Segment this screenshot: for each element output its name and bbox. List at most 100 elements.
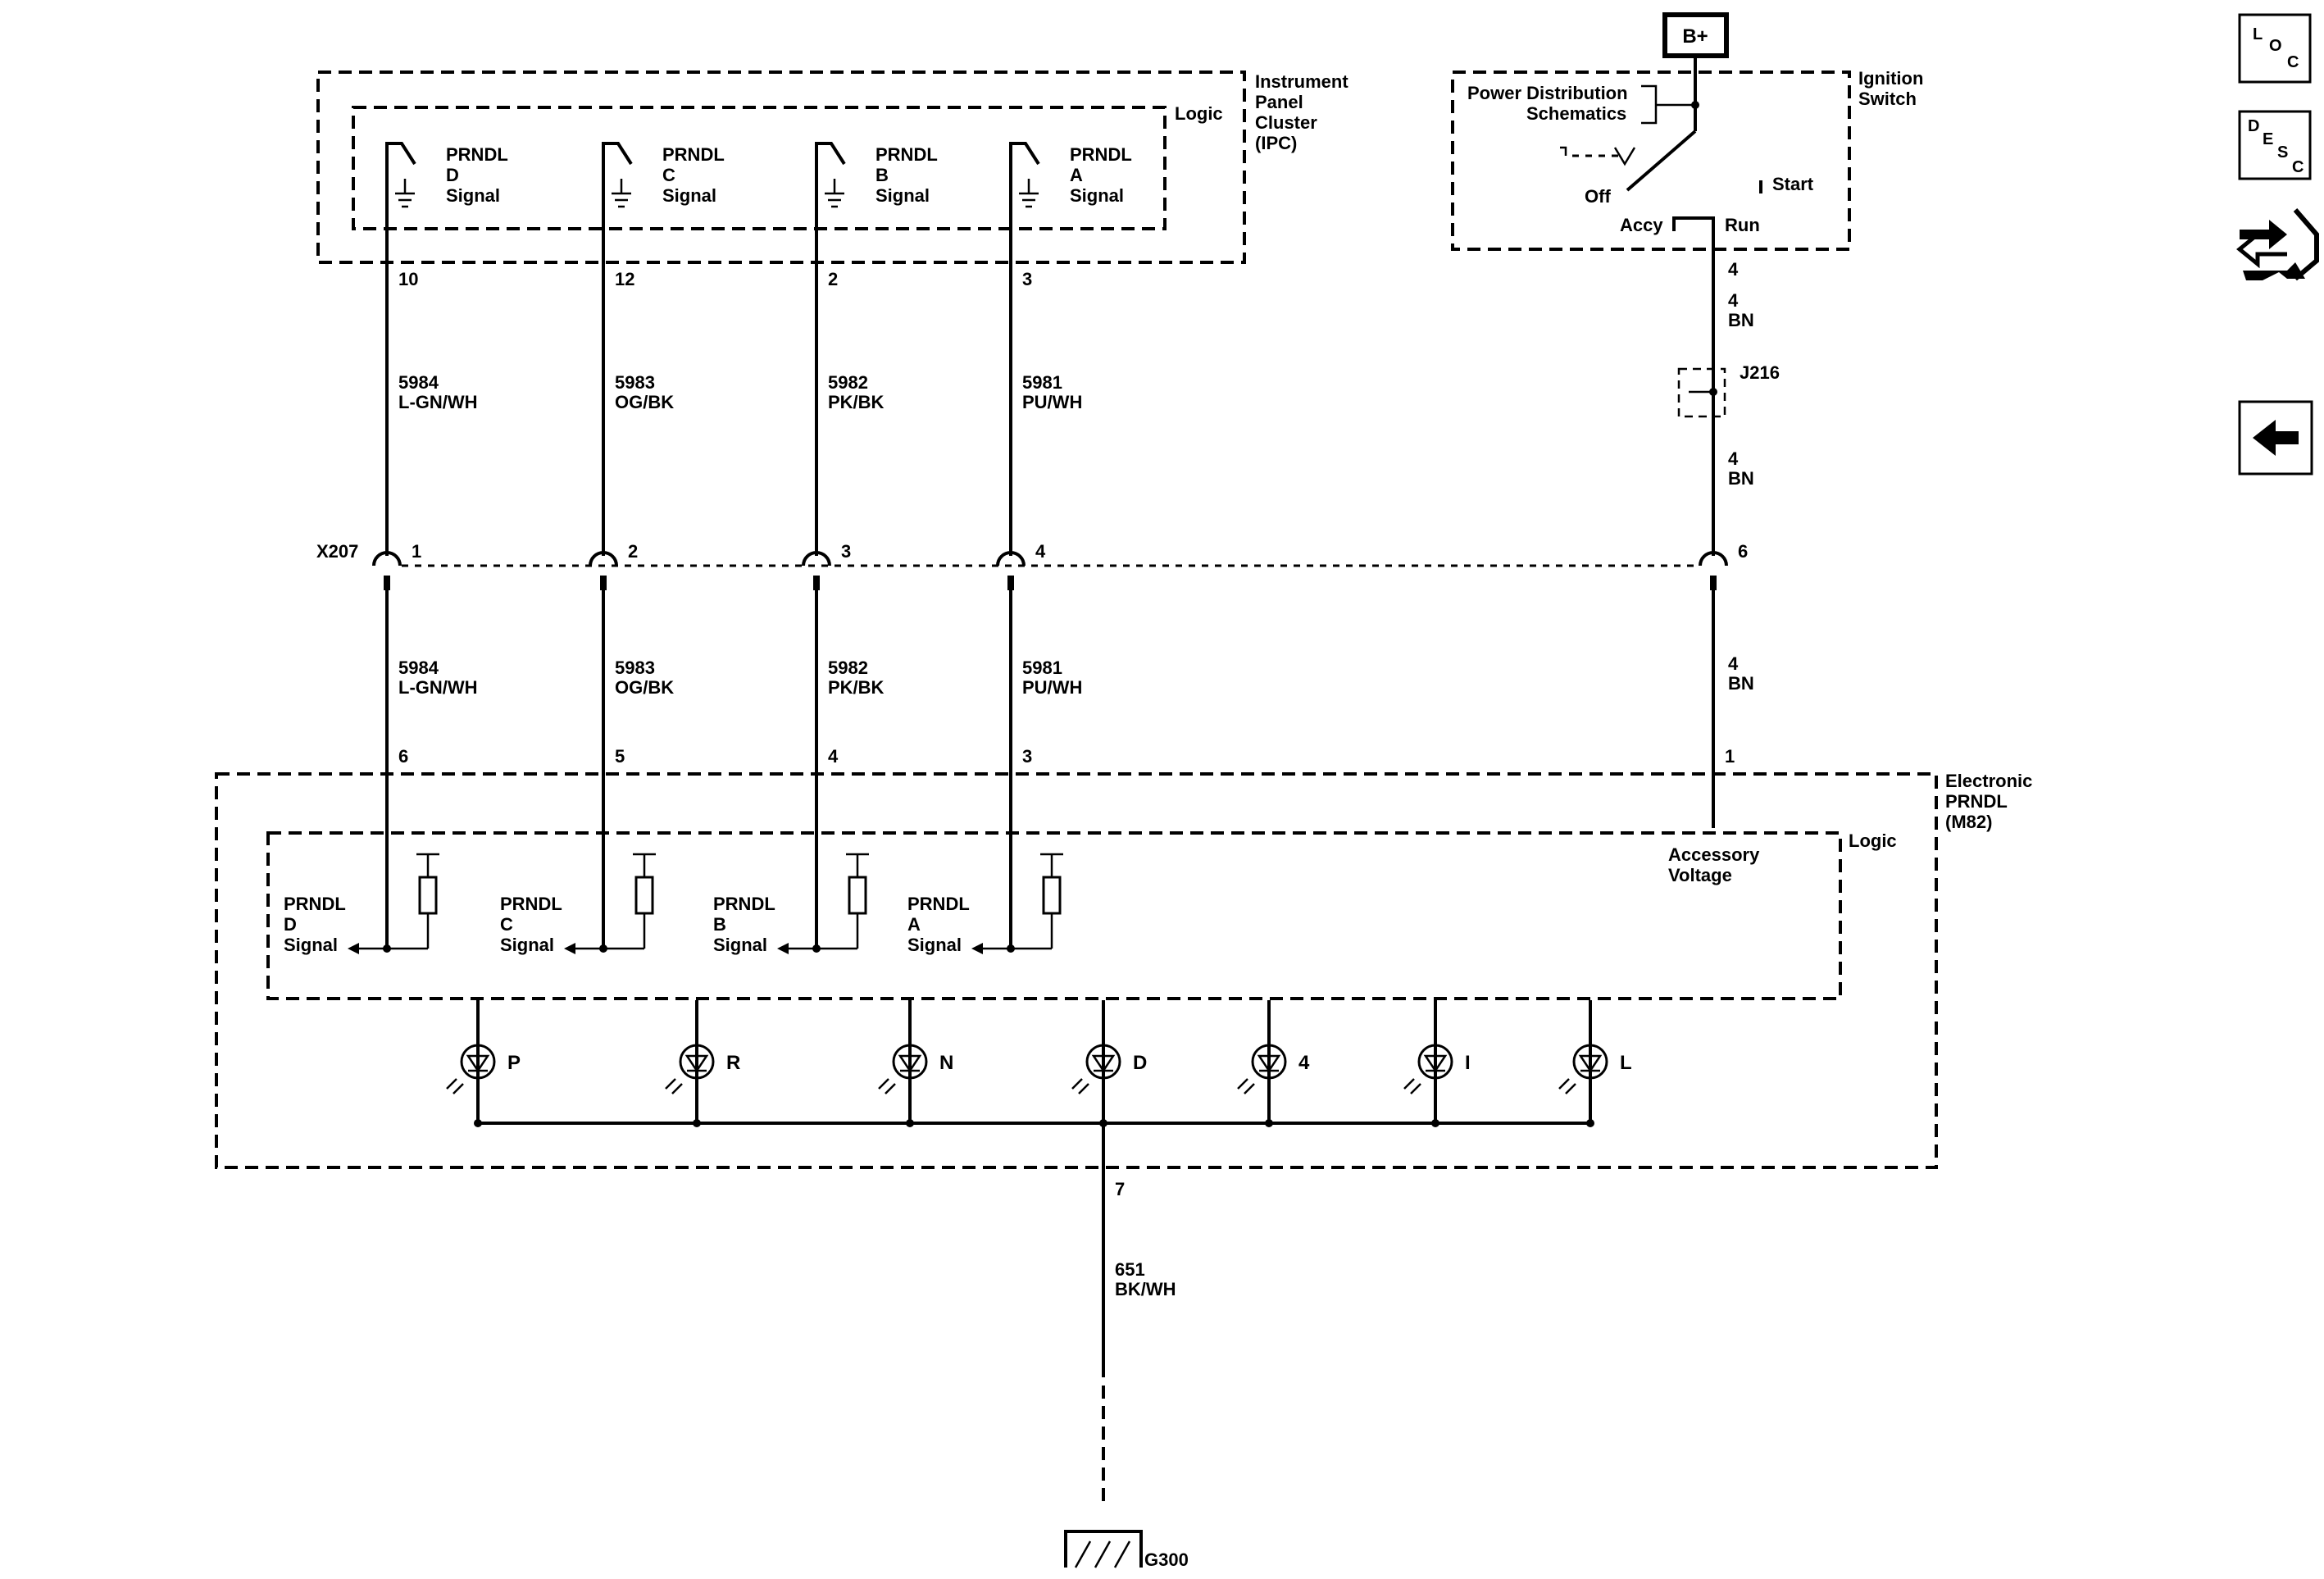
x207-pin-label: 1 bbox=[412, 541, 421, 562]
ignition-position-accy: Accy bbox=[1620, 215, 1663, 235]
signal-junction-dot bbox=[599, 944, 607, 953]
pullup-resistor bbox=[634, 876, 654, 915]
x207-terminal bbox=[589, 551, 618, 567]
power-circuit-color: BN bbox=[1728, 673, 1754, 694]
led-label: I bbox=[1465, 1052, 1471, 1074]
ipc-pin-label: 2 bbox=[828, 269, 838, 289]
m82-signal-name: PRNDL bbox=[500, 894, 562, 914]
m82-module-name: (M82) bbox=[1945, 812, 1992, 832]
pullup-resistor bbox=[1042, 876, 1062, 915]
ground-circuit-color: BK/WH bbox=[1115, 1279, 1176, 1299]
led-bus-dot bbox=[1265, 1119, 1273, 1127]
switch-detent bbox=[1560, 146, 1567, 156]
x207-pin-label: 3 bbox=[841, 541, 851, 562]
circuit-color: PK/BK bbox=[828, 392, 885, 412]
ipc-module-box bbox=[316, 71, 1246, 264]
signal-junction-dot bbox=[1007, 944, 1015, 953]
ipc-signal-switch bbox=[1009, 142, 1040, 275]
back-button[interactable] bbox=[2238, 400, 2313, 476]
wrench-icon[interactable] bbox=[2243, 262, 2305, 280]
chassis-ground-hatch bbox=[1074, 1540, 1092, 1568]
x207-pin-label: 4 bbox=[1035, 541, 1046, 562]
led-bus-dot bbox=[693, 1119, 701, 1127]
m82-pin-label: 3 bbox=[1022, 746, 1032, 767]
led-label: R bbox=[726, 1052, 740, 1074]
desc-button-label[interactable]: D bbox=[2248, 117, 2259, 135]
power-distribution-label: Power Distribution bbox=[1467, 83, 1628, 103]
ipc-module-name: Instrument bbox=[1255, 71, 1348, 92]
m82-signal-name: A bbox=[907, 914, 921, 935]
ipc-signal-name: Signal bbox=[446, 185, 500, 206]
ipc-signal-name: C bbox=[662, 165, 675, 185]
circuit-color: OG/BK bbox=[615, 392, 674, 412]
m82-signal-name: B bbox=[713, 914, 726, 935]
signal-junction-dot bbox=[812, 944, 821, 953]
chassis-ground-icon bbox=[1064, 1530, 1143, 1568]
led-emission-icon bbox=[671, 1083, 683, 1094]
desc-button-label[interactable]: E bbox=[2263, 130, 2273, 148]
ipc-signal-switch bbox=[602, 142, 633, 275]
loc-button-frame[interactable] bbox=[2238, 13, 2312, 84]
x207-pin-label: 2 bbox=[628, 541, 638, 562]
ipc-module-name: (IPC) bbox=[1255, 133, 1297, 153]
led-emission-icon bbox=[1078, 1083, 1089, 1094]
ipc-signal-name: B bbox=[875, 165, 889, 185]
led-emission-icon bbox=[1558, 1078, 1570, 1090]
m82-signal-name: Signal bbox=[713, 935, 767, 955]
led-label: N bbox=[939, 1052, 953, 1074]
m82-pin-label: 5 bbox=[615, 746, 625, 767]
led-emission-icon bbox=[1244, 1083, 1255, 1094]
desc-button[interactable] bbox=[2238, 110, 2312, 180]
power-distribution-bracket bbox=[1641, 84, 1658, 125]
desc-button-label[interactable]: C bbox=[2292, 158, 2304, 176]
desc-button-frame[interactable] bbox=[2238, 110, 2312, 180]
circuit-number: 5982 bbox=[828, 372, 868, 393]
loc-button[interactable] bbox=[2238, 13, 2312, 84]
led-label: P bbox=[507, 1052, 521, 1074]
x207-terminal bbox=[1699, 551, 1728, 567]
pullup-resistor bbox=[848, 876, 867, 915]
circuit-number: 5982 bbox=[828, 658, 868, 678]
accy-run-contact bbox=[1672, 216, 1715, 231]
connector-repair-icon[interactable] bbox=[2236, 208, 2319, 281]
x207-terminal bbox=[372, 551, 402, 567]
led-emission-icon bbox=[878, 1078, 889, 1090]
arrow-left-icon[interactable] bbox=[2236, 233, 2287, 269]
loc-button-label[interactable]: C bbox=[2287, 53, 2299, 71]
loc-button-label[interactable]: O bbox=[2269, 37, 2282, 55]
battery-box bbox=[1662, 12, 1729, 58]
ipc-signal-name: A bbox=[1070, 165, 1083, 185]
ignition-position-start: Start bbox=[1772, 174, 1814, 194]
desc-button-label[interactable]: S bbox=[2277, 143, 2288, 162]
m82-signal-name: PRNDL bbox=[713, 894, 775, 914]
led-emission-icon bbox=[885, 1083, 896, 1094]
battery-label: B+ bbox=[1682, 25, 1708, 48]
led-emission-icon bbox=[453, 1083, 464, 1094]
switch-detent-v bbox=[1613, 147, 1636, 166]
back-arrow-icon[interactable] bbox=[2253, 420, 2299, 456]
m82-signal-name: Signal bbox=[500, 935, 554, 955]
m82-module-name: Electronic bbox=[1945, 771, 2032, 791]
m82-signal-name: PRNDL bbox=[284, 894, 346, 914]
ipc-module-name: Cluster bbox=[1255, 112, 1317, 133]
connector-shell-icon[interactable] bbox=[2293, 208, 2319, 281]
circuit-color: PU/WH bbox=[1022, 677, 1082, 698]
led-bus-dot bbox=[474, 1119, 482, 1127]
ground-pin-label: 7 bbox=[1115, 1179, 1125, 1199]
m82-pin-label: 6 bbox=[398, 746, 408, 767]
circuit-number: 5981 bbox=[1022, 658, 1062, 678]
led-label: 4 bbox=[1298, 1052, 1310, 1074]
ipc-signal-name: PRNDL bbox=[446, 144, 508, 165]
signal-junction-dot bbox=[383, 944, 391, 953]
circuit-color: L-GN/WH bbox=[398, 677, 478, 698]
ipc-pin-label: 12 bbox=[615, 269, 634, 289]
arrow-right-icon[interactable] bbox=[2240, 220, 2287, 249]
led-bus-dot bbox=[906, 1119, 914, 1127]
loc-button-label[interactable]: L bbox=[2253, 25, 2263, 43]
ipc-signal-name: PRNDL bbox=[1070, 144, 1132, 165]
ipc-signal-name: PRNDL bbox=[875, 144, 938, 165]
led-label: D bbox=[1133, 1052, 1147, 1074]
m82-logic-box bbox=[266, 831, 1842, 1000]
power-circuit-color: BN bbox=[1728, 310, 1754, 330]
